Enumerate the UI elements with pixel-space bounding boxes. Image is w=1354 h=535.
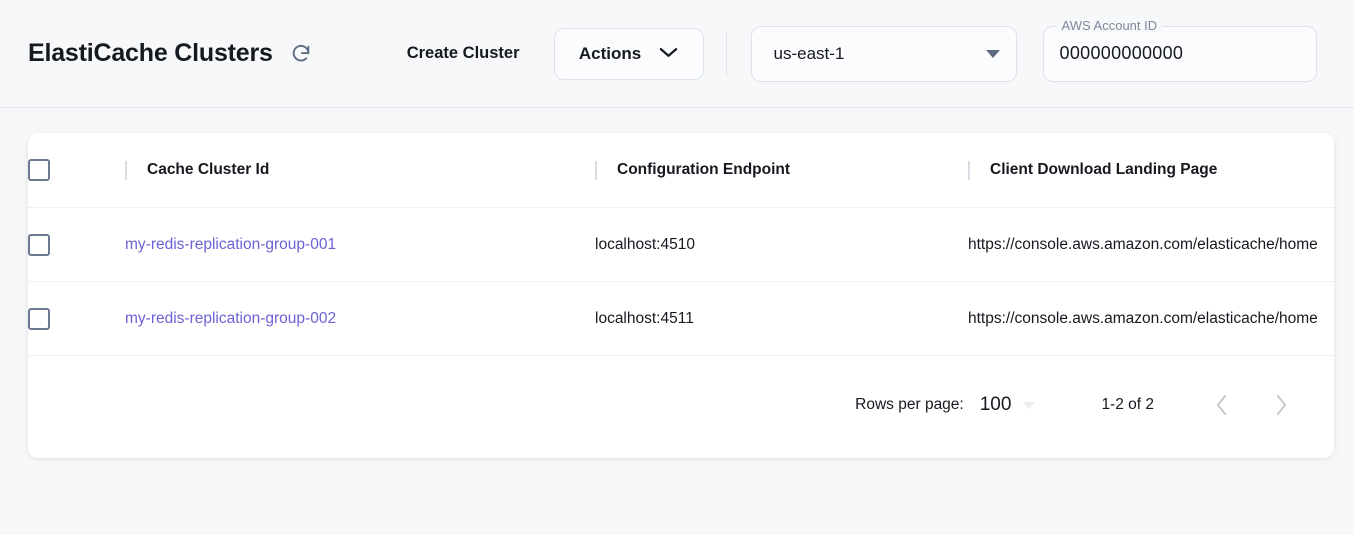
chevron-right-icon [1276,394,1286,416]
pagination-range-label: 1-2 of 2 [1101,396,1154,413]
previous-page-button[interactable] [1202,385,1242,425]
chevron-left-icon [1216,394,1226,416]
cell-cluster-id: my-redis-replication-group-001 [125,208,595,282]
column-header-client-download-landing-page[interactable]: Client Download Landing Page [968,133,1334,208]
clusters-table: Cache Cluster Id Configuration Endpoint … [28,133,1334,356]
table-body: my-redis-replication-group-001 localhost… [28,207,1334,356]
table-row[interactable]: my-redis-replication-group-001 localhost… [28,207,1334,282]
landing-page-url: https://console.aws.amazon.com/elasticac… [968,235,1318,253]
page-title: ElastiCache Clusters [28,39,273,67]
row-select-cell [28,208,125,282]
create-cluster-button[interactable]: Create Cluster [406,44,520,62]
actions-button-label: Actions [578,43,642,63]
aws-account-id-field[interactable]: AWS Account ID 000000000000 [1042,17,1317,82]
column-header-cluster-id[interactable]: Cache Cluster Id [125,133,595,208]
aws-account-id-value: 000000000000 [1059,43,1184,63]
caret-down-icon [985,49,1000,58]
clusters-table-card: Cache Cluster Id Configuration Endpoint … [28,133,1334,458]
rows-per-page-select[interactable]: 100 [980,394,1036,416]
region-select[interactable]: us-east-1 [750,25,1017,82]
cell-configuration-endpoint: localhost:4510 [595,235,695,253]
app-header: ElastiCache Clusters Create Cluster Acti… [0,0,1354,108]
row-checkbox[interactable] [28,307,50,330]
table-pagination: Rows per page: 100 1-2 of 2 [28,352,1334,458]
refresh-icon[interactable] [287,40,315,68]
refresh-icon-glyph [292,44,309,61]
table-header: Cache Cluster Id Configuration Endpoint … [28,133,1334,208]
table-header-row: Cache Cluster Id Configuration Endpoint … [28,133,1334,208]
content-area: Cache Cluster Id Configuration Endpoint … [0,108,1354,458]
title-block: ElastiCache Clusters [28,39,315,68]
column-header-label: Client Download Landing Page [990,161,1218,178]
cell-configuration-endpoint: localhost:4511 [595,309,694,327]
aws-account-id-label: AWS Account ID [1056,17,1163,33]
header-divider [725,30,727,77]
next-page-button[interactable] [1260,385,1300,425]
column-header-label: Cache Cluster Id [147,161,270,178]
cluster-id-link[interactable]: my-redis-replication-group-002 [125,309,337,327]
row-checkbox[interactable] [28,233,50,256]
region-select-value: us-east-1 [773,43,845,63]
row-select-cell [28,282,125,356]
select-all-header-cell [28,133,125,208]
table-row[interactable]: my-redis-replication-group-002 localhost… [28,281,1334,356]
rows-per-page-label: Rows per page: [855,396,964,413]
landing-page-url: https://console.aws.amazon.com/elasticac… [968,309,1318,327]
column-separator [968,160,970,180]
chevron-down-icon [1023,401,1036,409]
select-all-checkbox[interactable] [28,159,50,181]
column-header-label: Configuration Endpoint [617,161,791,178]
column-separator [595,160,597,180]
column-separator [125,160,127,180]
actions-button[interactable]: Actions [553,27,704,80]
cell-cluster-id: my-redis-replication-group-002 [125,282,595,356]
column-header-configuration-endpoint[interactable]: Configuration Endpoint [595,133,968,208]
cell-client-download-landing-page: https://console.aws.amazon.com/elasticac… [968,208,1334,282]
rows-per-page-value: 100 [979,394,1012,415]
cluster-id-link[interactable]: my-redis-replication-group-001 [125,235,337,253]
chevron-down-icon [659,45,678,63]
cell-client-download-landing-page: https://console.aws.amazon.com/elasticac… [968,282,1334,356]
